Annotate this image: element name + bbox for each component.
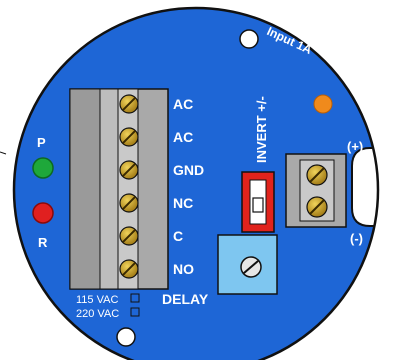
invert-switch-lever[interactable] [252, 197, 264, 213]
terminal-labels: AC AC GND NC C NO [173, 96, 204, 277]
slotted-screw-icon[interactable] [119, 94, 139, 114]
leader-line [0, 151, 7, 155]
minus-label: (-) [350, 231, 363, 246]
slotted-screw-icon[interactable] [119, 193, 139, 213]
green-led-icon [32, 157, 54, 179]
terminal-label-nc: NC [173, 195, 193, 211]
slotted-screw-icon[interactable] [119, 127, 139, 147]
mounting-hole-top [239, 29, 259, 49]
delay-label: DELAY [162, 291, 209, 307]
terminal-block [69, 88, 169, 290]
red-led-icon [32, 202, 54, 224]
terminal-screws [119, 94, 139, 279]
terminal-label-gnd: GND [173, 162, 204, 178]
dial-slot [243, 260, 259, 274]
slotted-screw-icon[interactable] [306, 196, 328, 218]
terminal-label-c: C [173, 228, 183, 244]
terminal-label-no: NO [173, 261, 194, 277]
slotted-screw-icon[interactable] [119, 226, 139, 246]
voltage-option-220: 220 VAC [76, 308, 119, 320]
terminal-label-ac: AC [173, 129, 193, 145]
voltage-option-115: 115 VAC [76, 294, 118, 306]
orange-led-icon [313, 94, 333, 114]
led-p-label: P [37, 135, 46, 150]
slotted-screw-icon[interactable] [119, 160, 139, 180]
mounting-hole-bottom [116, 327, 136, 347]
board-edge [12, 6, 380, 360]
terminal-label-ac: AC [173, 96, 193, 112]
voltage-115-checkbox[interactable] [130, 293, 140, 303]
slotted-screw-icon[interactable] [306, 164, 328, 186]
power-terminal-screws [306, 164, 328, 218]
invert-label: INVERT +/- [254, 96, 269, 163]
voltage-220-checkbox[interactable] [130, 307, 140, 317]
plus-label: (+) [347, 139, 363, 154]
slotted-screw-icon[interactable] [119, 259, 139, 279]
led-r-label: R [38, 235, 48, 250]
board-notch [351, 147, 378, 227]
